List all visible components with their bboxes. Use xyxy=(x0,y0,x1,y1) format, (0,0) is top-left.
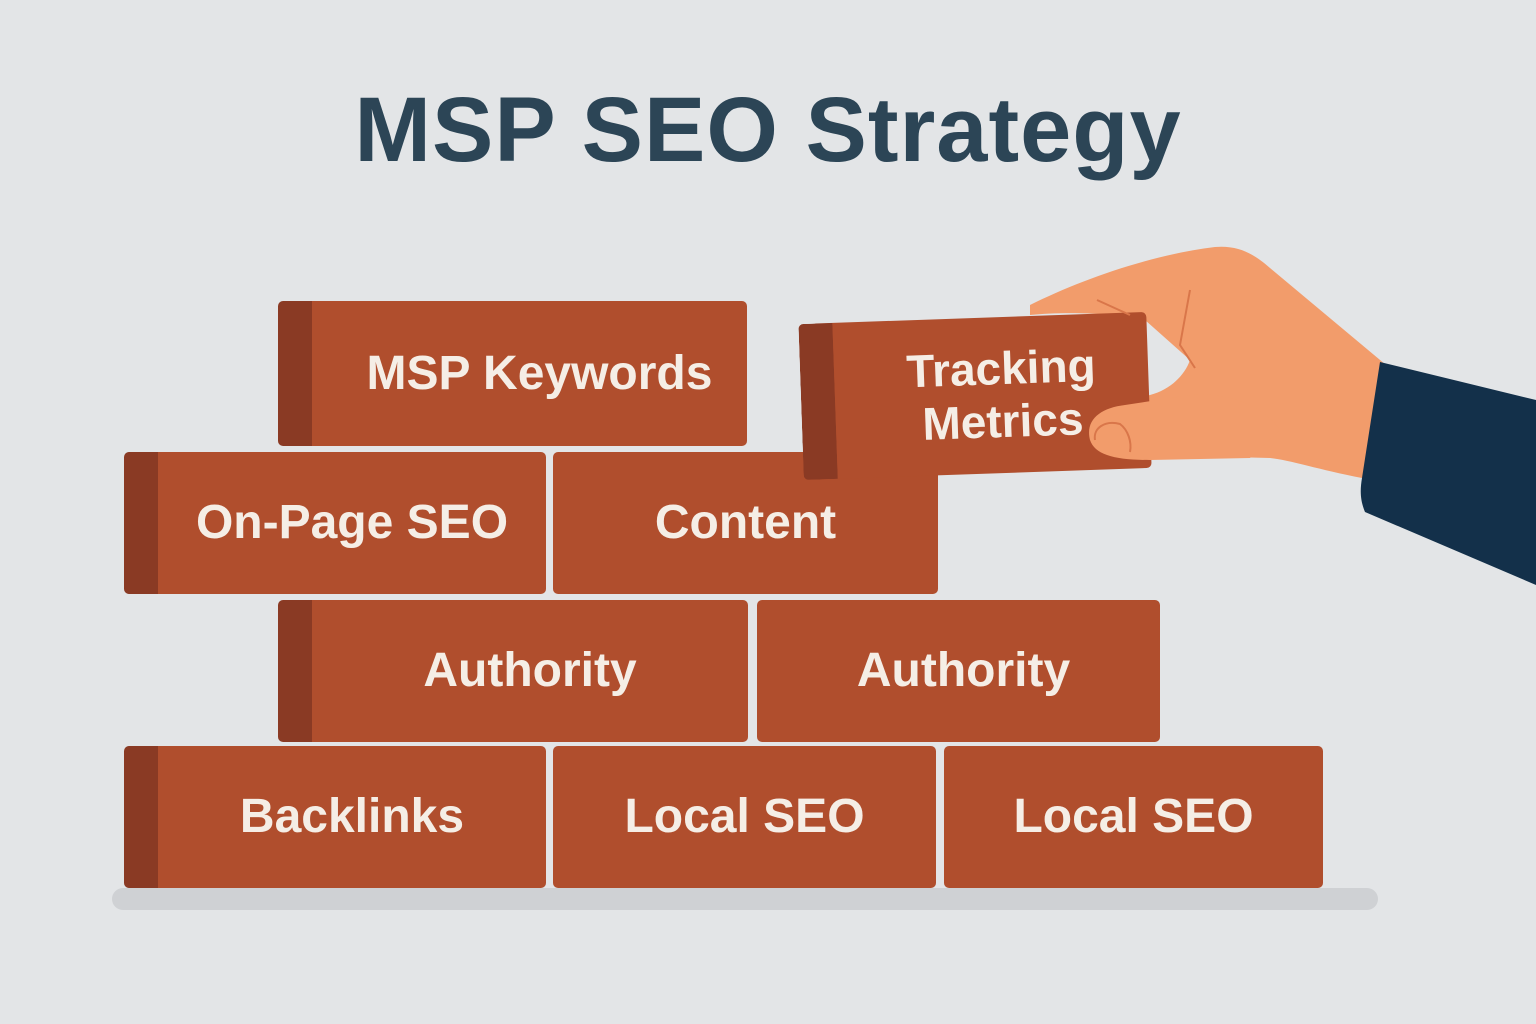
brick-authority: Authority xyxy=(757,600,1160,742)
page-title: MSP SEO Strategy xyxy=(354,79,1182,181)
brick-authority: Authority xyxy=(278,600,748,742)
wall-shadow xyxy=(112,888,1378,910)
brick-on-page-seo: On-Page SEO xyxy=(124,452,546,594)
brick-msp-keywords: MSP Keywords xyxy=(278,301,747,446)
held-brick-line2: Metrics xyxy=(921,392,1085,450)
sleeve-icon xyxy=(1360,362,1536,585)
brick-backlinks: Backlinks xyxy=(124,746,546,888)
brick-local-seo: Local SEO xyxy=(553,746,936,888)
brick-local-seo: Local SEO xyxy=(944,746,1323,888)
brick-tracking-metrics[interactable]: Tracking Metrics xyxy=(798,311,1152,481)
held-brick-line1: Tracking xyxy=(905,338,1097,398)
